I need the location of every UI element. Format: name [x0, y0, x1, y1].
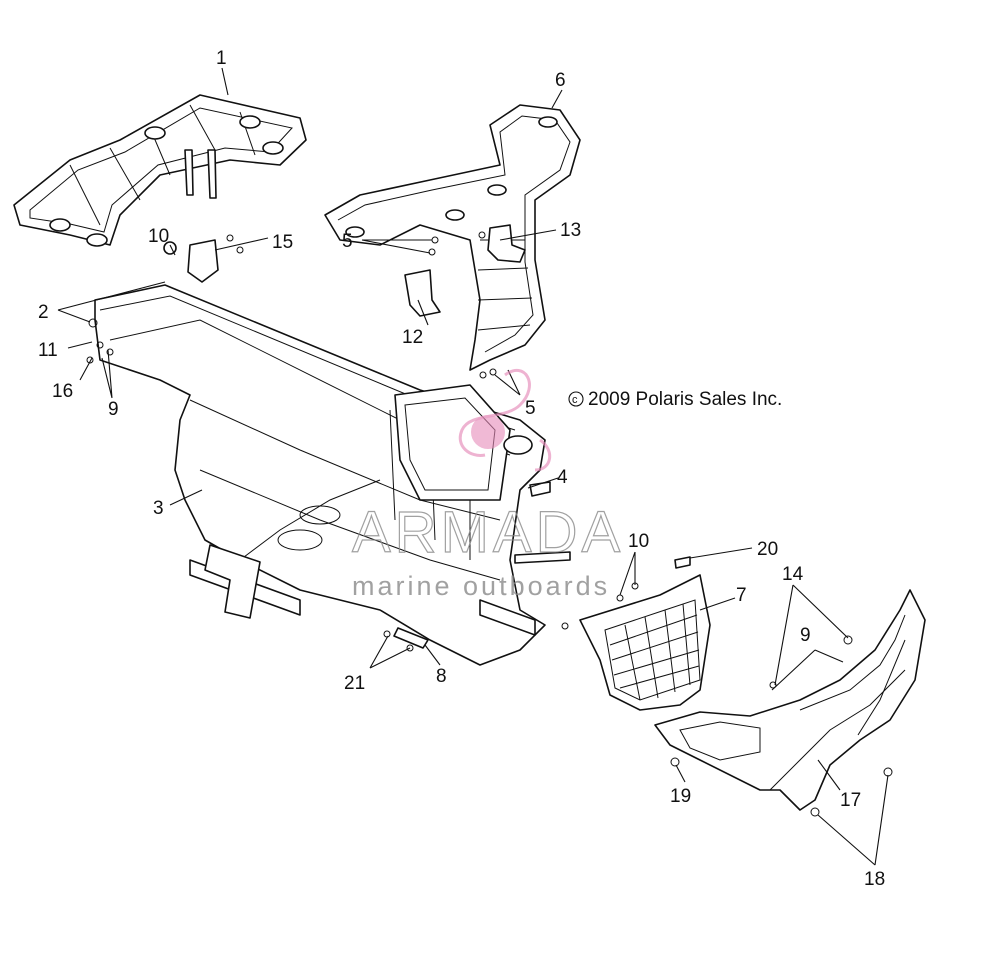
- callout-1: 1: [216, 48, 227, 69]
- callout-6: 6: [555, 70, 566, 91]
- main-frame: [94, 284, 546, 666]
- callout-5-upper: 5: [342, 231, 353, 252]
- callout-3: 3: [153, 498, 164, 519]
- fasteners: [86, 318, 691, 602]
- callout-4: 4: [557, 467, 568, 488]
- bracket-13: [478, 224, 526, 263]
- callout-7: 7: [736, 585, 747, 606]
- watermark-logo-mark: [458, 368, 551, 472]
- bumper-17: [654, 589, 926, 817]
- grille-7: [561, 574, 711, 711]
- callout-11: 11: [38, 340, 58, 361]
- callout-19: 19: [670, 786, 691, 807]
- callout-21: 21: [344, 673, 365, 694]
- copyright-symbol: c: [572, 394, 578, 406]
- callout-15: 15: [272, 232, 293, 253]
- watermark-tagline: marine outboards: [352, 571, 610, 601]
- callout-8: 8: [436, 666, 447, 687]
- callout-20: 20: [757, 539, 778, 560]
- callout-labels: 1 6 10 15 5 13 12 2 11 16 9 5 3 4 10 20 …: [38, 48, 885, 890]
- callout-10-lower: 10: [628, 531, 649, 552]
- bracket-8: [383, 627, 429, 652]
- leader-lines: [57, 67, 889, 866]
- watermark: ARMADA marine outboards: [351, 368, 624, 601]
- copyright-text: 2009 Polaris Sales Inc.: [588, 389, 782, 410]
- callout-2: 2: [38, 302, 49, 323]
- callout-16: 16: [52, 381, 73, 402]
- front-rack: [13, 94, 307, 247]
- watermark-brand: ARMADA: [352, 500, 624, 565]
- callout-10-upper: 10: [148, 226, 169, 247]
- bracket-12: [404, 236, 441, 317]
- callout-9-left: 9: [108, 399, 119, 420]
- callout-14: 14: [782, 564, 804, 585]
- rear-rack: [324, 104, 581, 371]
- callout-5-lower: 5: [525, 398, 536, 419]
- callout-18: 18: [864, 869, 885, 890]
- callout-13: 13: [560, 220, 581, 241]
- copyright-symbol-circle: [568, 391, 584, 407]
- copyright-notice: c 2009 Polaris Sales Inc.: [568, 389, 782, 410]
- bracket-15: [163, 234, 244, 283]
- callout-17: 17: [840, 790, 861, 811]
- callout-12: 12: [402, 327, 423, 348]
- callout-9-right: 9: [800, 625, 811, 646]
